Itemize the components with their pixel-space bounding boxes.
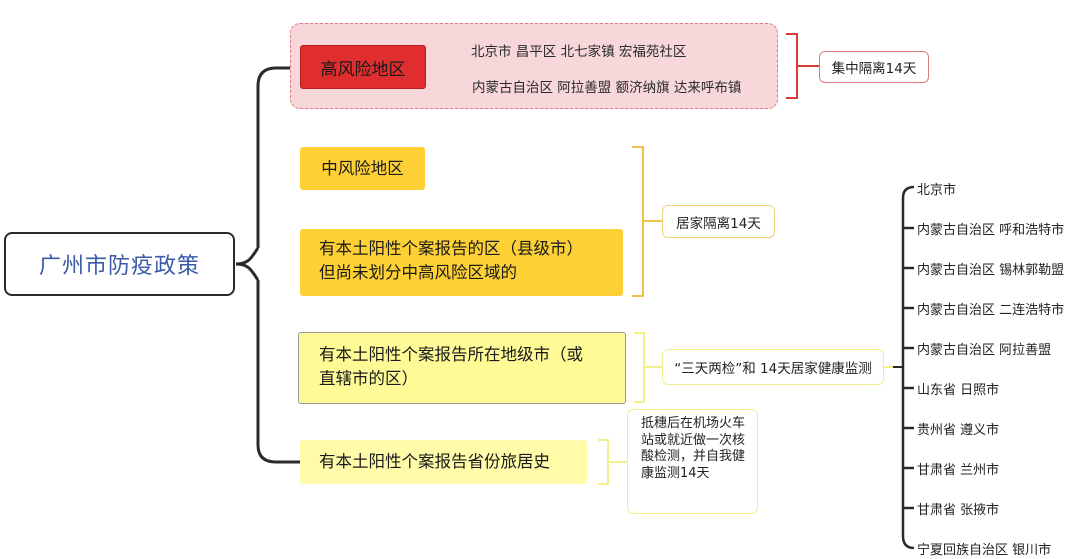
city-item-6: 山东省 日照市 (917, 383, 1000, 398)
city-case-measure: “三天两检”和 14天居家健康监测 (662, 349, 884, 385)
city-case-line-2: 直辖市的区） (319, 369, 418, 388)
city-item-8: 甘肃省 兰州市 (917, 463, 1000, 478)
local-case-line-2: 但尚未划分中高风险区域的 (319, 263, 517, 282)
city-item-10: 宁夏回族自治区 银川市 (917, 543, 1052, 558)
city-item-2: 内蒙古自治区 呼和浩特市 (917, 223, 1065, 238)
local-case-district-node: 有本土阳性个案报告的区（县级市） 但尚未划分中高风险区域的 (300, 229, 623, 296)
city-item-1: 北京市 (917, 183, 957, 198)
high-risk-node: 高风险地区 (300, 45, 426, 89)
province-case-measure: 抵穗后在机场火车站或就近做一次核酸检测，并自我健康监测14天 (627, 409, 758, 514)
city-item-3: 内蒙古自治区 锡林郭勒盟 (917, 263, 1065, 278)
high-risk-area-2: 内蒙古自治区 阿拉善盟 额济纳旗 达来呼布镇 (472, 80, 742, 96)
city-case-line-1: 有本土阳性个案报告所在地级市（或 (319, 345, 583, 364)
root-node: 广州市防疫政策 (4, 232, 235, 296)
home-quarantine-measure: 居家隔离14天 (662, 205, 775, 238)
high-risk-area-1: 北京市 昌平区 北七家镇 宏福苑社区 (471, 44, 687, 60)
local-case-line-1: 有本土阳性个案报告的区（县级市） (319, 239, 583, 258)
city-item-5: 内蒙古自治区 阿拉善盟 (917, 343, 1052, 358)
high-risk-measure: 集中隔离14天 (819, 51, 929, 83)
city-item-7: 贵州省 遵义市 (917, 423, 1000, 438)
city-item-4: 内蒙古自治区 二连浩特市 (917, 303, 1065, 318)
city-case-node: 有本土阳性个案报告所在地级市（或 直辖市的区） (298, 332, 626, 404)
mid-risk-node: 中风险地区 (300, 147, 425, 190)
province-case-node: 有本土阳性个案报告省份旅居史 (300, 440, 587, 484)
city-item-9: 甘肃省 张掖市 (917, 503, 1000, 518)
